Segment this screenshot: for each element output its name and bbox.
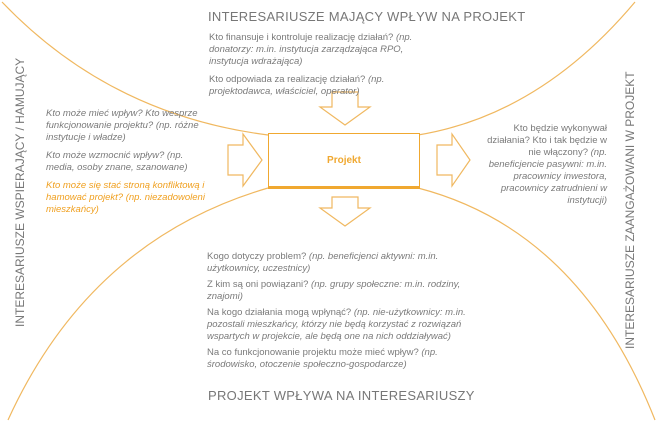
top-heading: INTERESARIUSZE MAJĄCY WPŁYW NA PROJEKT xyxy=(208,9,526,24)
bottom-q2-note: (np. grupy społeczne: m.in. rodziny, zna… xyxy=(207,279,461,302)
left-heading: INTERESARIUSZE WSPIERAJĄCY / HAMUJĄCY xyxy=(13,57,27,327)
bottom-heading: PROJEKT WPŁYWA NA INTERESARIUSZY xyxy=(208,388,475,403)
curve-top-left xyxy=(1,1,269,136)
bottom-questions: Kogo dotyczy problem? (np. beneficjenci … xyxy=(207,251,475,375)
right-q1: Kto będzie wykonywał działania? Kto i ta… xyxy=(487,123,607,158)
top-q1: Kto finansuje i kontroluje realizację dz… xyxy=(209,32,394,43)
left-q2: Kto może wzmocnić wpływ? (np. media, oso… xyxy=(46,150,188,173)
top-q2: Kto odpowiada za realizację działań? xyxy=(209,74,366,85)
curve-top-right xyxy=(417,1,636,136)
project-box: Projekt xyxy=(268,133,420,189)
project-label: Projekt xyxy=(327,154,361,166)
top-q2-note: (np. projektodawca, właściciel, operator… xyxy=(209,74,385,97)
bottom-q4: Na co funkcjonowanie projektu może mieć … xyxy=(207,347,419,358)
bottom-q1: Kogo dotyczy problem? xyxy=(207,251,307,262)
left-questions: Kto może mieć wpływ? Kto wesprze funkcjo… xyxy=(46,108,206,222)
arrow-down-bottom xyxy=(318,196,372,227)
bottom-q3: Na kogo działania mogą wpłynąć? xyxy=(207,307,352,318)
top-questions: Kto finansuje i kontroluje realizację dz… xyxy=(209,32,444,104)
arrow-right-right xyxy=(436,132,471,188)
bottom-q1-note: (np. beneficjenci aktywni: m.in. użytkow… xyxy=(207,251,439,274)
right-q1-note: (np. beneficjencie pasywni: m.in. pracow… xyxy=(488,147,607,206)
curve-bottom-right xyxy=(417,187,656,421)
curve-bottom-left xyxy=(7,187,269,421)
arrow-down-top xyxy=(318,91,372,126)
bottom-q4-note: (np. środowisko, otoczenie społeczno-gos… xyxy=(207,347,438,370)
left-q1: Kto może mieć wpływ? Kto wesprze funkcjo… xyxy=(46,108,199,143)
top-q1-note: (np. donatorzy: m.in. instytucja zarządz… xyxy=(209,32,413,67)
arrow-right-left xyxy=(227,132,263,188)
bottom-q3-note: (np. nie-użytkownicy: m.in. pozostali mi… xyxy=(207,307,466,342)
right-heading: INTERESARIUSZE ZAANGAŻOWANI W PROJEKT xyxy=(623,71,637,349)
left-q3: Kto może się stać stroną konfliktową i h… xyxy=(46,180,205,215)
right-questions: Kto będzie wykonywał działania? Kto i ta… xyxy=(480,123,607,207)
bottom-q2: Z kim są oni powiązani? xyxy=(207,279,309,290)
